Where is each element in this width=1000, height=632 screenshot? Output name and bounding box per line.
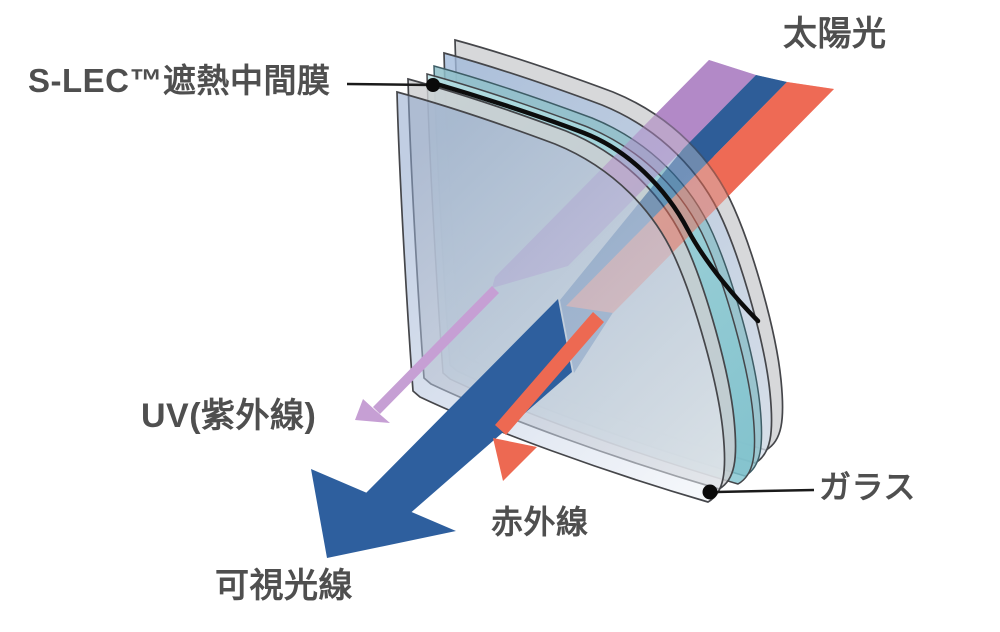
interlayer-annotation-dot — [426, 78, 440, 92]
glass-annotation-dot — [702, 484, 718, 500]
visible-light-arrow — [311, 299, 572, 558]
sunlight-label: 太陽光 — [783, 15, 887, 53]
infrared-exit-arrow — [493, 312, 604, 481]
uv-label: UV(紫外線) — [141, 397, 317, 435]
infrared-label: 赤外線 — [491, 504, 589, 540]
glass-leader-line — [715, 488, 815, 494]
film-annotation-curve — [427, 79, 761, 324]
visible-light-label: 可視光線 — [215, 567, 353, 605]
interlayer-label: S-LEC™遮熱中間膜 — [28, 62, 331, 99]
glass-label: ガラス — [819, 469, 916, 505]
uv-exit-arrow — [355, 286, 499, 423]
interlayer-leader-line — [346, 82, 432, 87]
